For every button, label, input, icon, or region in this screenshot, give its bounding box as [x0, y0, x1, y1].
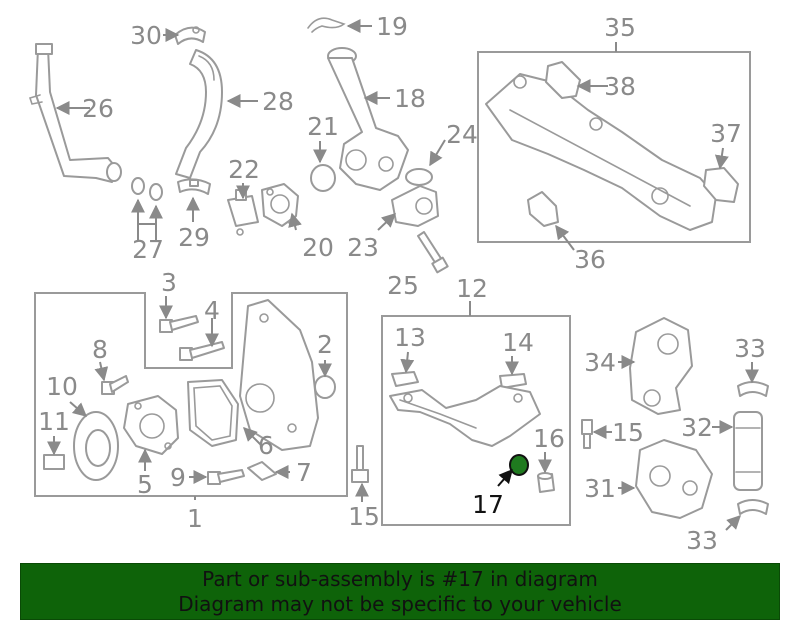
part-33-hose-clamp-bottom[interactable] — [737, 499, 769, 515]
callout-27: 27 — [132, 235, 164, 264]
callout-20: 20 — [302, 233, 334, 262]
callout-13: 13 — [394, 323, 426, 352]
part-8-bolt[interactable] — [101, 375, 129, 395]
parts-diagram: 30 28 26 19 18 21 24 22 20 23 25 29 27 3… — [28, 12, 769, 555]
group-box-bracket — [381, 315, 571, 526]
part-5-water-pump[interactable] — [123, 395, 179, 455]
callout-25: 25 — [387, 271, 419, 300]
callout-33-top: 33 — [734, 334, 766, 363]
part-10-pulley[interactable] — [73, 411, 119, 481]
callout-35: 35 — [604, 13, 636, 42]
part-11-bolt[interactable] — [43, 454, 65, 470]
callout-16: 16 — [533, 424, 565, 453]
part-4-bolt[interactable] — [179, 341, 225, 361]
callout-15-center: 15 — [348, 502, 380, 531]
callout-22: 22 — [228, 155, 260, 184]
part-17-seal-ring[interactable] — [509, 454, 529, 476]
part-13-grommet[interactable] — [391, 371, 419, 387]
callout-18: 18 — [394, 84, 426, 113]
callout-9: 9 — [170, 463, 186, 492]
callout-23: 23 — [347, 233, 379, 262]
part-3-bolt[interactable] — [159, 315, 199, 333]
callout-26: 26 — [82, 94, 114, 123]
part-27-o-rings[interactable] — [131, 177, 163, 201]
part-16-sleeve[interactable] — [537, 472, 555, 493]
part-7-gasket[interactable] — [247, 461, 277, 481]
callout-6: 6 — [258, 431, 274, 460]
part-29-hose-clamp[interactable] — [177, 178, 211, 195]
callout-5: 5 — [137, 470, 153, 499]
part-35-coolant-manifold[interactable] — [485, 73, 717, 231]
callout-29: 29 — [178, 223, 210, 252]
part-38-gasket[interactable] — [545, 61, 581, 99]
part-12-bracket[interactable] — [389, 385, 541, 447]
part-32-coolant-hose[interactable] — [733, 411, 763, 491]
callout-34: 34 — [584, 348, 616, 377]
part-18-coolant-outlet[interactable] — [327, 47, 409, 191]
part-30-hose-clamp[interactable] — [174, 26, 206, 45]
leader-lines — [47, 19, 759, 531]
part-6-gasket[interactable] — [187, 379, 239, 447]
callout-3: 3 — [161, 268, 177, 297]
callout-32: 32 — [681, 413, 713, 442]
callout-15-right: 15 — [612, 418, 644, 447]
part-24-gasket[interactable] — [405, 168, 433, 186]
info-banner: Part or sub-assembly is #17 in diagram D… — [20, 563, 780, 620]
callout-21: 21 — [307, 112, 339, 141]
group-box-housing — [477, 51, 751, 243]
callout-38: 38 — [604, 72, 636, 101]
callout-30: 30 — [130, 21, 162, 50]
part-25-bolt[interactable] — [417, 231, 449, 274]
part-21-gasket[interactable] — [310, 164, 336, 192]
banner-line-part: Part or sub-assembly is #17 in diagram — [202, 566, 598, 591]
part-33-hose-clamp-top[interactable] — [737, 381, 769, 397]
part-2-seal[interactable] — [314, 375, 336, 399]
callout-11: 11 — [38, 407, 70, 436]
callout-7: 7 — [296, 458, 312, 487]
part-26-coolant-pipe[interactable] — [28, 43, 122, 183]
part-9-bolt[interactable] — [207, 469, 245, 485]
banner-line-disclaimer: Diagram may not be specific to your vehi… — [178, 591, 622, 616]
callout-labels: 30 28 26 19 18 21 24 22 20 23 25 29 27 3… — [38, 12, 766, 555]
callout-19: 19 — [376, 12, 408, 41]
callout-37: 37 — [710, 119, 742, 148]
callout-2: 2 — [317, 330, 333, 359]
callout-12: 12 — [456, 274, 488, 303]
part-23-water-outlet[interactable] — [391, 185, 439, 227]
callout-14: 14 — [502, 328, 534, 357]
part-31-water-valve[interactable] — [635, 439, 713, 519]
callout-31: 31 — [584, 474, 616, 503]
callout-17: 17 — [472, 490, 504, 519]
part-15-bolt-right[interactable] — [581, 419, 593, 449]
callout-4: 4 — [204, 296, 220, 325]
callout-36: 36 — [574, 245, 606, 274]
part-15-bolt-center[interactable] — [351, 445, 369, 483]
callout-33-bottom: 33 — [686, 526, 718, 555]
part-28-coolant-hose[interactable] — [175, 49, 223, 179]
callout-10: 10 — [46, 372, 78, 401]
callout-1: 1 — [187, 504, 203, 533]
callout-8: 8 — [92, 335, 108, 364]
part-34-water-outlet[interactable] — [629, 317, 693, 415]
callout-28: 28 — [262, 87, 294, 116]
part-19-clip[interactable] — [307, 17, 346, 33]
part-cover[interactable] — [239, 299, 319, 451]
group-box-water-pump — [34, 292, 348, 497]
part-36-gasket[interactable] — [527, 191, 559, 227]
callout-24: 24 — [446, 120, 478, 149]
